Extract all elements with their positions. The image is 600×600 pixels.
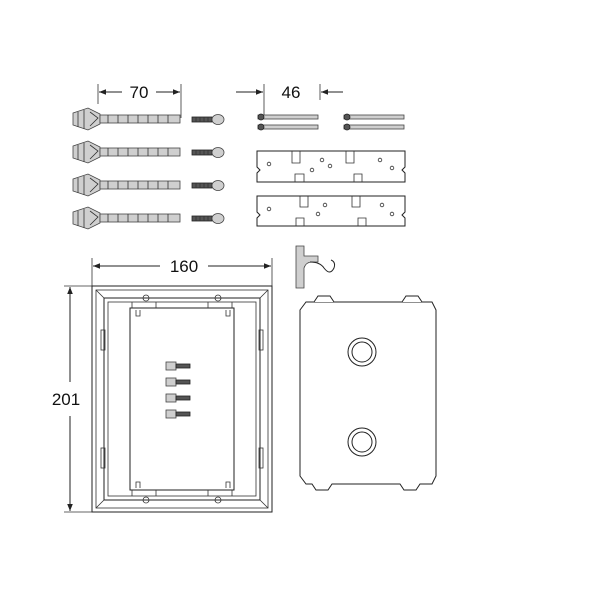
threaded-rod — [257, 113, 319, 121]
wall-anchor — [72, 173, 181, 197]
threaded-rods — [257, 113, 405, 131]
small-screws — [191, 114, 225, 224]
dimension-frame-height: 201 — [52, 285, 92, 513]
dimension-label-201: 201 — [52, 390, 80, 409]
dimension-anchor-length: 70 — [97, 83, 182, 118]
small-screw — [191, 114, 225, 125]
frame-bolts — [165, 361, 191, 419]
mounting-plate — [256, 195, 406, 227]
wall-anchor — [72, 140, 181, 164]
mounting-plate — [256, 150, 406, 183]
small-screw — [191, 213, 225, 224]
wall-anchors — [72, 107, 181, 230]
dimension-spacing: 46 — [236, 83, 343, 118]
hook — [295, 245, 336, 289]
bolt — [165, 361, 191, 371]
threaded-rod — [343, 113, 405, 121]
dimension-label-70: 70 — [130, 83, 149, 102]
bolt — [165, 393, 191, 403]
wall-anchor — [72, 107, 181, 131]
small-screw — [191, 180, 225, 191]
dimension-label-160: 160 — [170, 257, 198, 276]
bolt — [165, 409, 191, 419]
cover-plate — [299, 295, 437, 491]
threaded-rod — [257, 123, 319, 131]
dimension-frame-width: 160 — [91, 257, 273, 286]
bolt — [165, 377, 191, 387]
dimension-label-46: 46 — [282, 83, 301, 102]
wall-anchor — [72, 206, 181, 230]
small-screw — [191, 147, 225, 158]
threaded-rod — [343, 123, 405, 131]
